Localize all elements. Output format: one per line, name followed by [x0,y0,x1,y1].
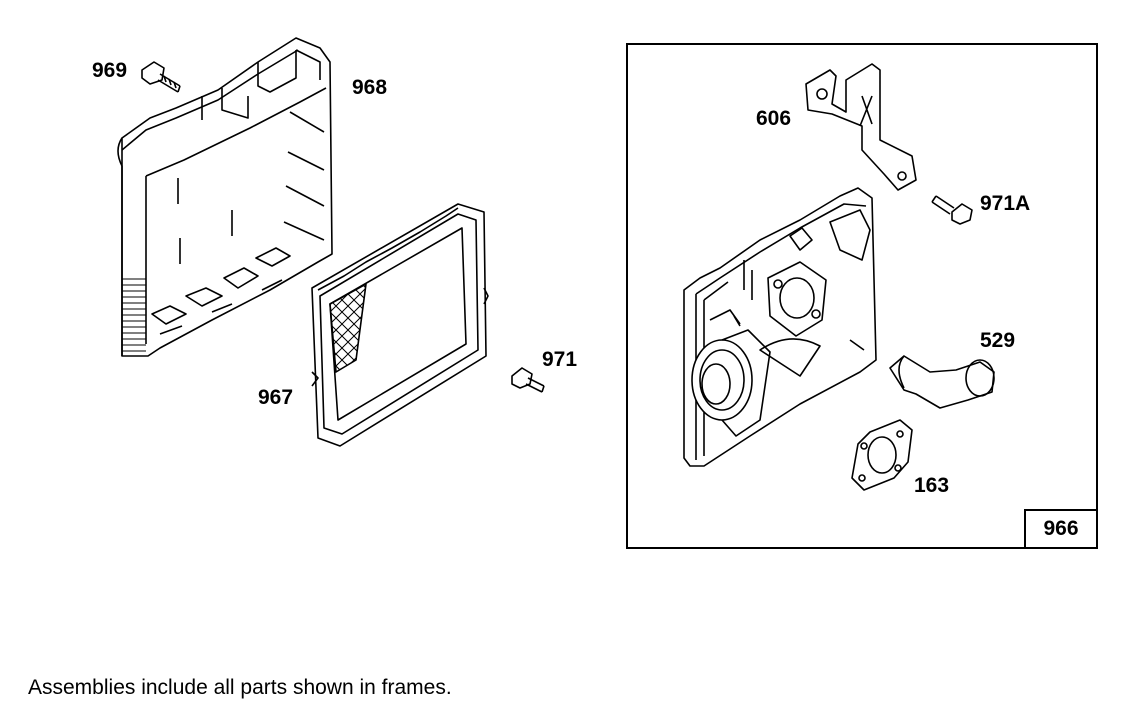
screw-971-icon [511,367,545,393]
air-cleaner-base-968-icon [117,37,333,357]
part-number-163: 163 [914,474,950,497]
part-number-606: 606 [756,107,792,130]
bracket-606-icon [805,63,917,191]
part-number-971: 971 [542,348,578,371]
assembly-note: Assemblies include all parts shown in fr… [28,676,452,699]
housing-icon [683,187,877,467]
part-number-529: 529 [980,329,1016,352]
part-number-968: 968 [352,76,388,99]
part-number-967: 967 [258,386,294,409]
frame-label-966: 966 [1024,509,1098,549]
screw-969-icon [141,61,181,93]
bolt-971a-icon [931,195,973,225]
gasket-163-icon [851,419,913,491]
air-filter-967-icon [311,203,489,447]
elbow-529-icon [889,355,995,409]
part-number-971a: 971A [980,192,1031,215]
part-number-969: 969 [92,59,128,82]
assembly-frame-966: 966 [626,43,1098,549]
